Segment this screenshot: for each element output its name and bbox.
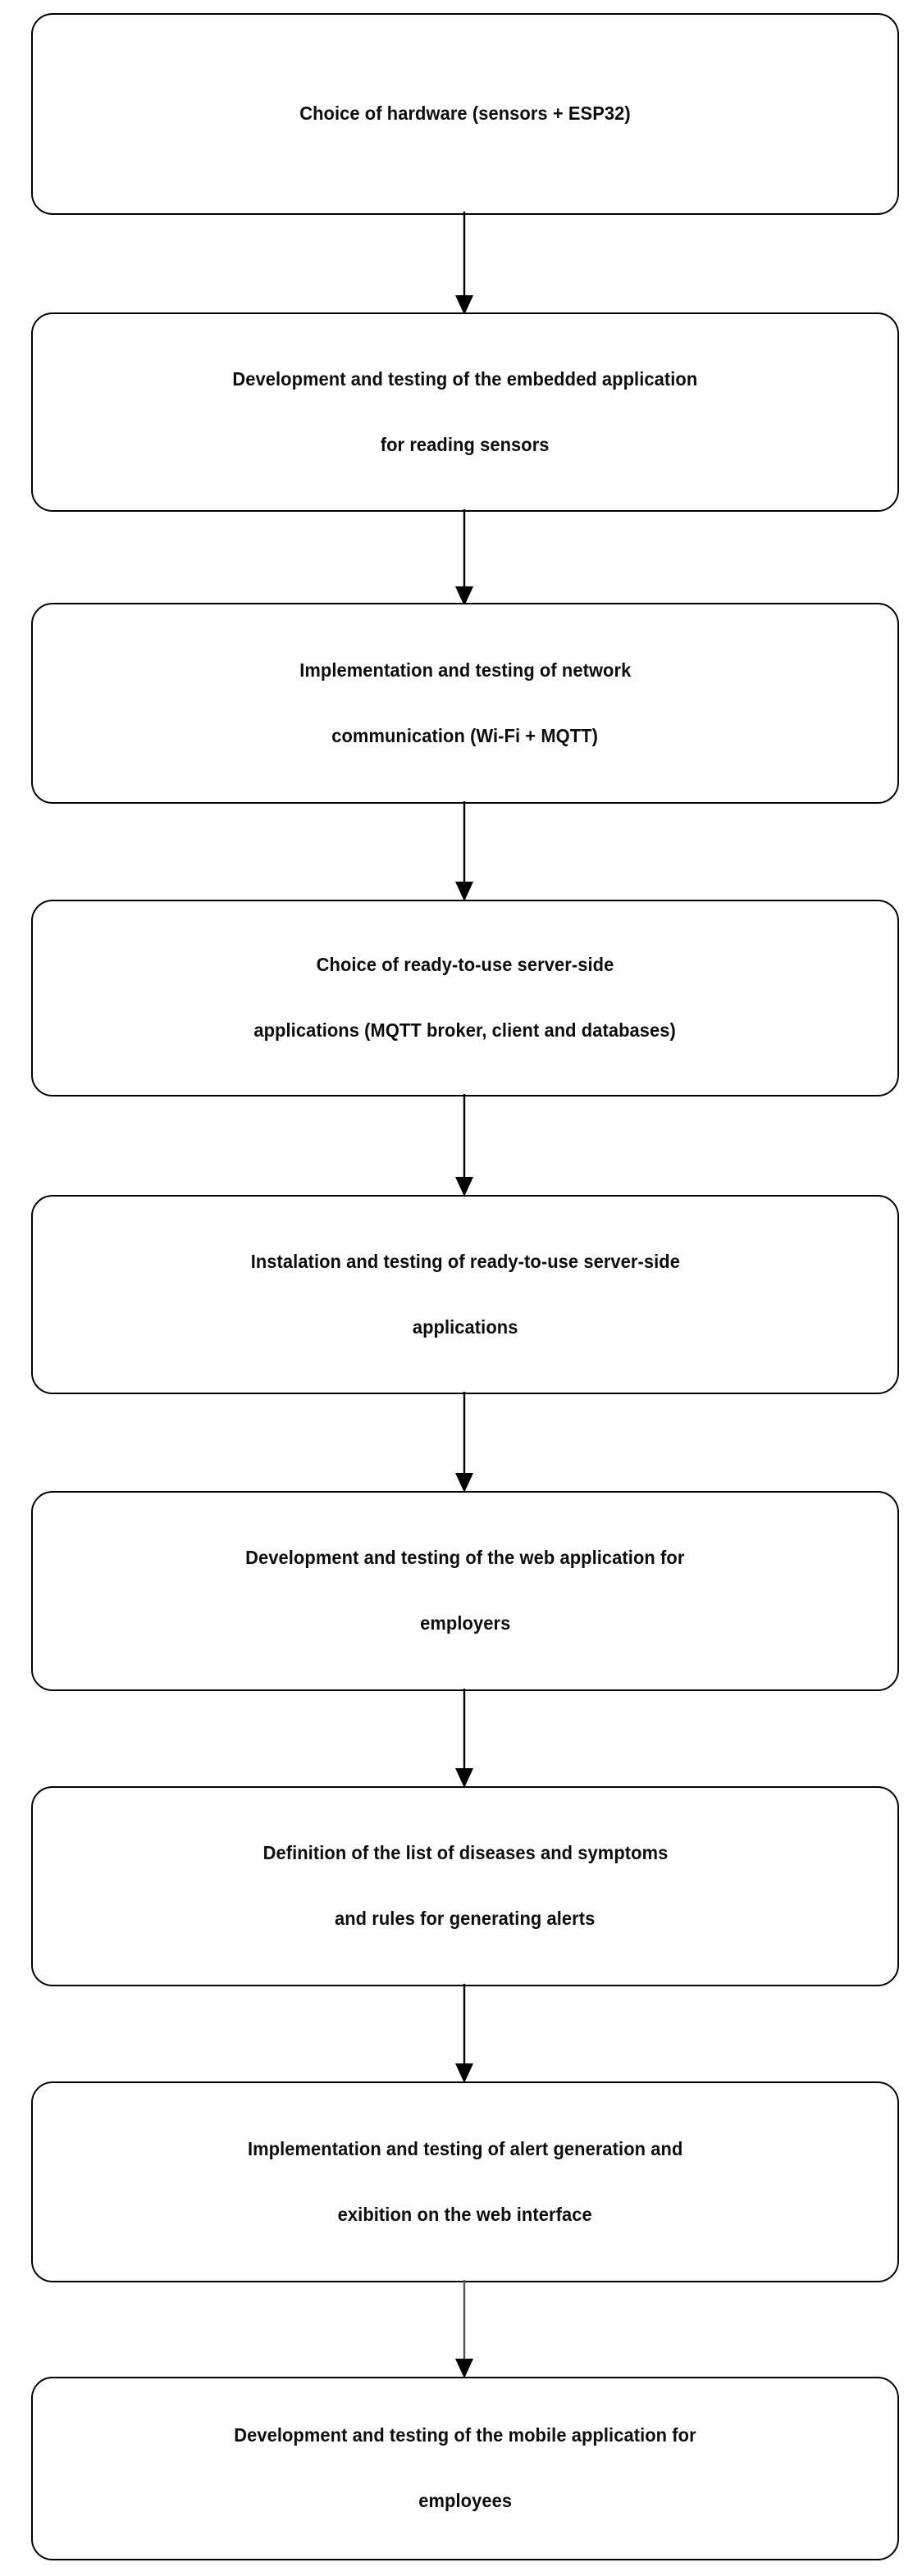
flow-connector-3 bbox=[0, 801, 913, 903]
arrow-down-icon bbox=[455, 509, 473, 606]
flow-node-6-line-1: Development and testing of the web appli… bbox=[245, 1547, 685, 1569]
flow-node-1-line-1: Choice of hardware (sensors + ESP32) bbox=[299, 103, 631, 125]
flow-connector-6 bbox=[0, 1689, 913, 1790]
flow-node-3-line-1: Implementation and testing of network bbox=[299, 659, 632, 681]
arrow-down-icon bbox=[455, 801, 473, 901]
flow-node-7-line-2: and rules for generating alerts bbox=[335, 1908, 596, 1929]
flow-node-9-line-2: employees bbox=[418, 2490, 512, 2511]
flow-connector-1 bbox=[0, 212, 913, 317]
flow-connector-2 bbox=[0, 509, 913, 608]
arrow-down-icon bbox=[455, 1392, 473, 1493]
flow-node-8[interactable]: Implementation and testing of alert gene… bbox=[31, 2081, 899, 2282]
flow-connector-5 bbox=[0, 1392, 913, 1494]
arrow-down-icon bbox=[455, 1094, 473, 1197]
flow-node-5[interactable]: Instalation and testing of ready-to-use … bbox=[31, 1195, 899, 1394]
flow-node-5-line-2: applications bbox=[412, 1315, 518, 1338]
arrow-down-icon bbox=[455, 1689, 473, 1788]
flow-node-7-line-1: Definition of the list of diseases and s… bbox=[262, 1842, 668, 1864]
flow-node-2[interactable]: Development and testing of the embedded … bbox=[31, 312, 899, 512]
flow-node-2-line-1: Development and testing of the embedded … bbox=[232, 367, 698, 390]
arrow-down-icon bbox=[455, 212, 473, 315]
flow-node-6[interactable]: Development and testing of the web appli… bbox=[31, 1491, 899, 1691]
flow-connector-4 bbox=[0, 1094, 913, 1198]
arrow-down-icon bbox=[455, 1984, 473, 2083]
flow-node-4-line-2: applications (MQTT broker, client and da… bbox=[253, 1019, 677, 1041]
flow-node-2-line-2: for reading sensors bbox=[381, 433, 550, 455]
arrow-down-icon bbox=[455, 2280, 473, 2378]
flow-connector-7 bbox=[0, 1984, 913, 2085]
flow-node-3[interactable]: Implementation and testing of network co… bbox=[31, 603, 899, 804]
flow-node-9-line-1: Development and testing of the mobile ap… bbox=[234, 2424, 696, 2446]
flow-connector-8 bbox=[0, 2280, 913, 2380]
flow-node-4[interactable]: Choice of ready-to-use server-side appli… bbox=[31, 900, 899, 1097]
flow-node-8-line-1: Implementation and testing of alert gene… bbox=[247, 2137, 683, 2159]
flow-node-8-line-2: exibition on the web interface bbox=[337, 2203, 593, 2225]
flow-node-9[interactable]: Development and testing of the mobile ap… bbox=[31, 2377, 899, 2560]
flow-node-4-line-1: Choice of ready-to-use server-side bbox=[316, 954, 614, 976]
flow-node-3-line-2: communication (Wi-Fi + MQTT) bbox=[331, 724, 599, 746]
flow-node-1[interactable]: Choice of hardware (sensors + ESP32) bbox=[31, 13, 899, 215]
flow-node-7[interactable]: Definition of the list of diseases and s… bbox=[31, 1786, 899, 1986]
flow-node-6-line-2: employers bbox=[419, 1612, 511, 1634]
flow-node-5-line-1: Instalation and testing of ready-to-use … bbox=[250, 1250, 680, 1272]
